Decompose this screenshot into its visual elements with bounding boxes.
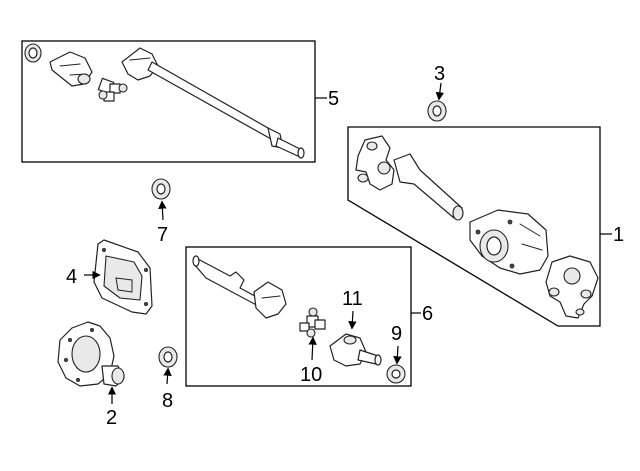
steering-knuckle-left-part[interactable] xyxy=(355,135,395,191)
callout-11: 11 xyxy=(342,288,363,310)
callout-5: 5 xyxy=(328,88,339,110)
seal-3-part[interactable] xyxy=(427,100,447,122)
callout-6: 6 xyxy=(422,303,433,325)
stub-shaft-11-part[interactable] xyxy=(329,333,382,367)
callout-3: 3 xyxy=(434,63,445,85)
stub-yoke-part[interactable] xyxy=(49,51,93,87)
axle-tube-part[interactable] xyxy=(393,153,464,221)
callout-9: 9 xyxy=(391,323,402,345)
axle-shaft-group-box xyxy=(21,40,316,163)
callout-8: 8 xyxy=(162,390,173,412)
shaft-joint-group-box xyxy=(185,246,412,387)
callout-2: 2 xyxy=(106,407,117,429)
callout-labels: 1 2 3 4 5 6 7 8 9 10 11 xyxy=(66,63,624,429)
axle-assembly-group-box xyxy=(347,126,601,327)
callout-1: 1 xyxy=(613,224,624,246)
seal-7-part[interactable] xyxy=(151,178,171,200)
callout-7: 7 xyxy=(157,224,168,246)
shaft-seal-part[interactable] xyxy=(24,43,42,63)
differential-housing-part[interactable] xyxy=(469,209,549,275)
callout-4: 4 xyxy=(66,266,77,288)
leader-lines xyxy=(84,82,612,404)
differential-cover-part[interactable] xyxy=(93,239,153,315)
axle-shaft-part[interactable] xyxy=(121,47,305,159)
callout-10: 10 xyxy=(300,364,322,386)
seal-9-part[interactable] xyxy=(386,364,406,384)
differential-carrier-part[interactable] xyxy=(57,321,125,387)
u-joint-part[interactable] xyxy=(97,77,128,102)
u-joint-10-part[interactable] xyxy=(299,307,326,338)
steering-knuckle-right-part[interactable] xyxy=(545,255,599,319)
inner-axle-shaft-part[interactable] xyxy=(192,255,287,319)
seal-8-part[interactable] xyxy=(158,346,178,368)
